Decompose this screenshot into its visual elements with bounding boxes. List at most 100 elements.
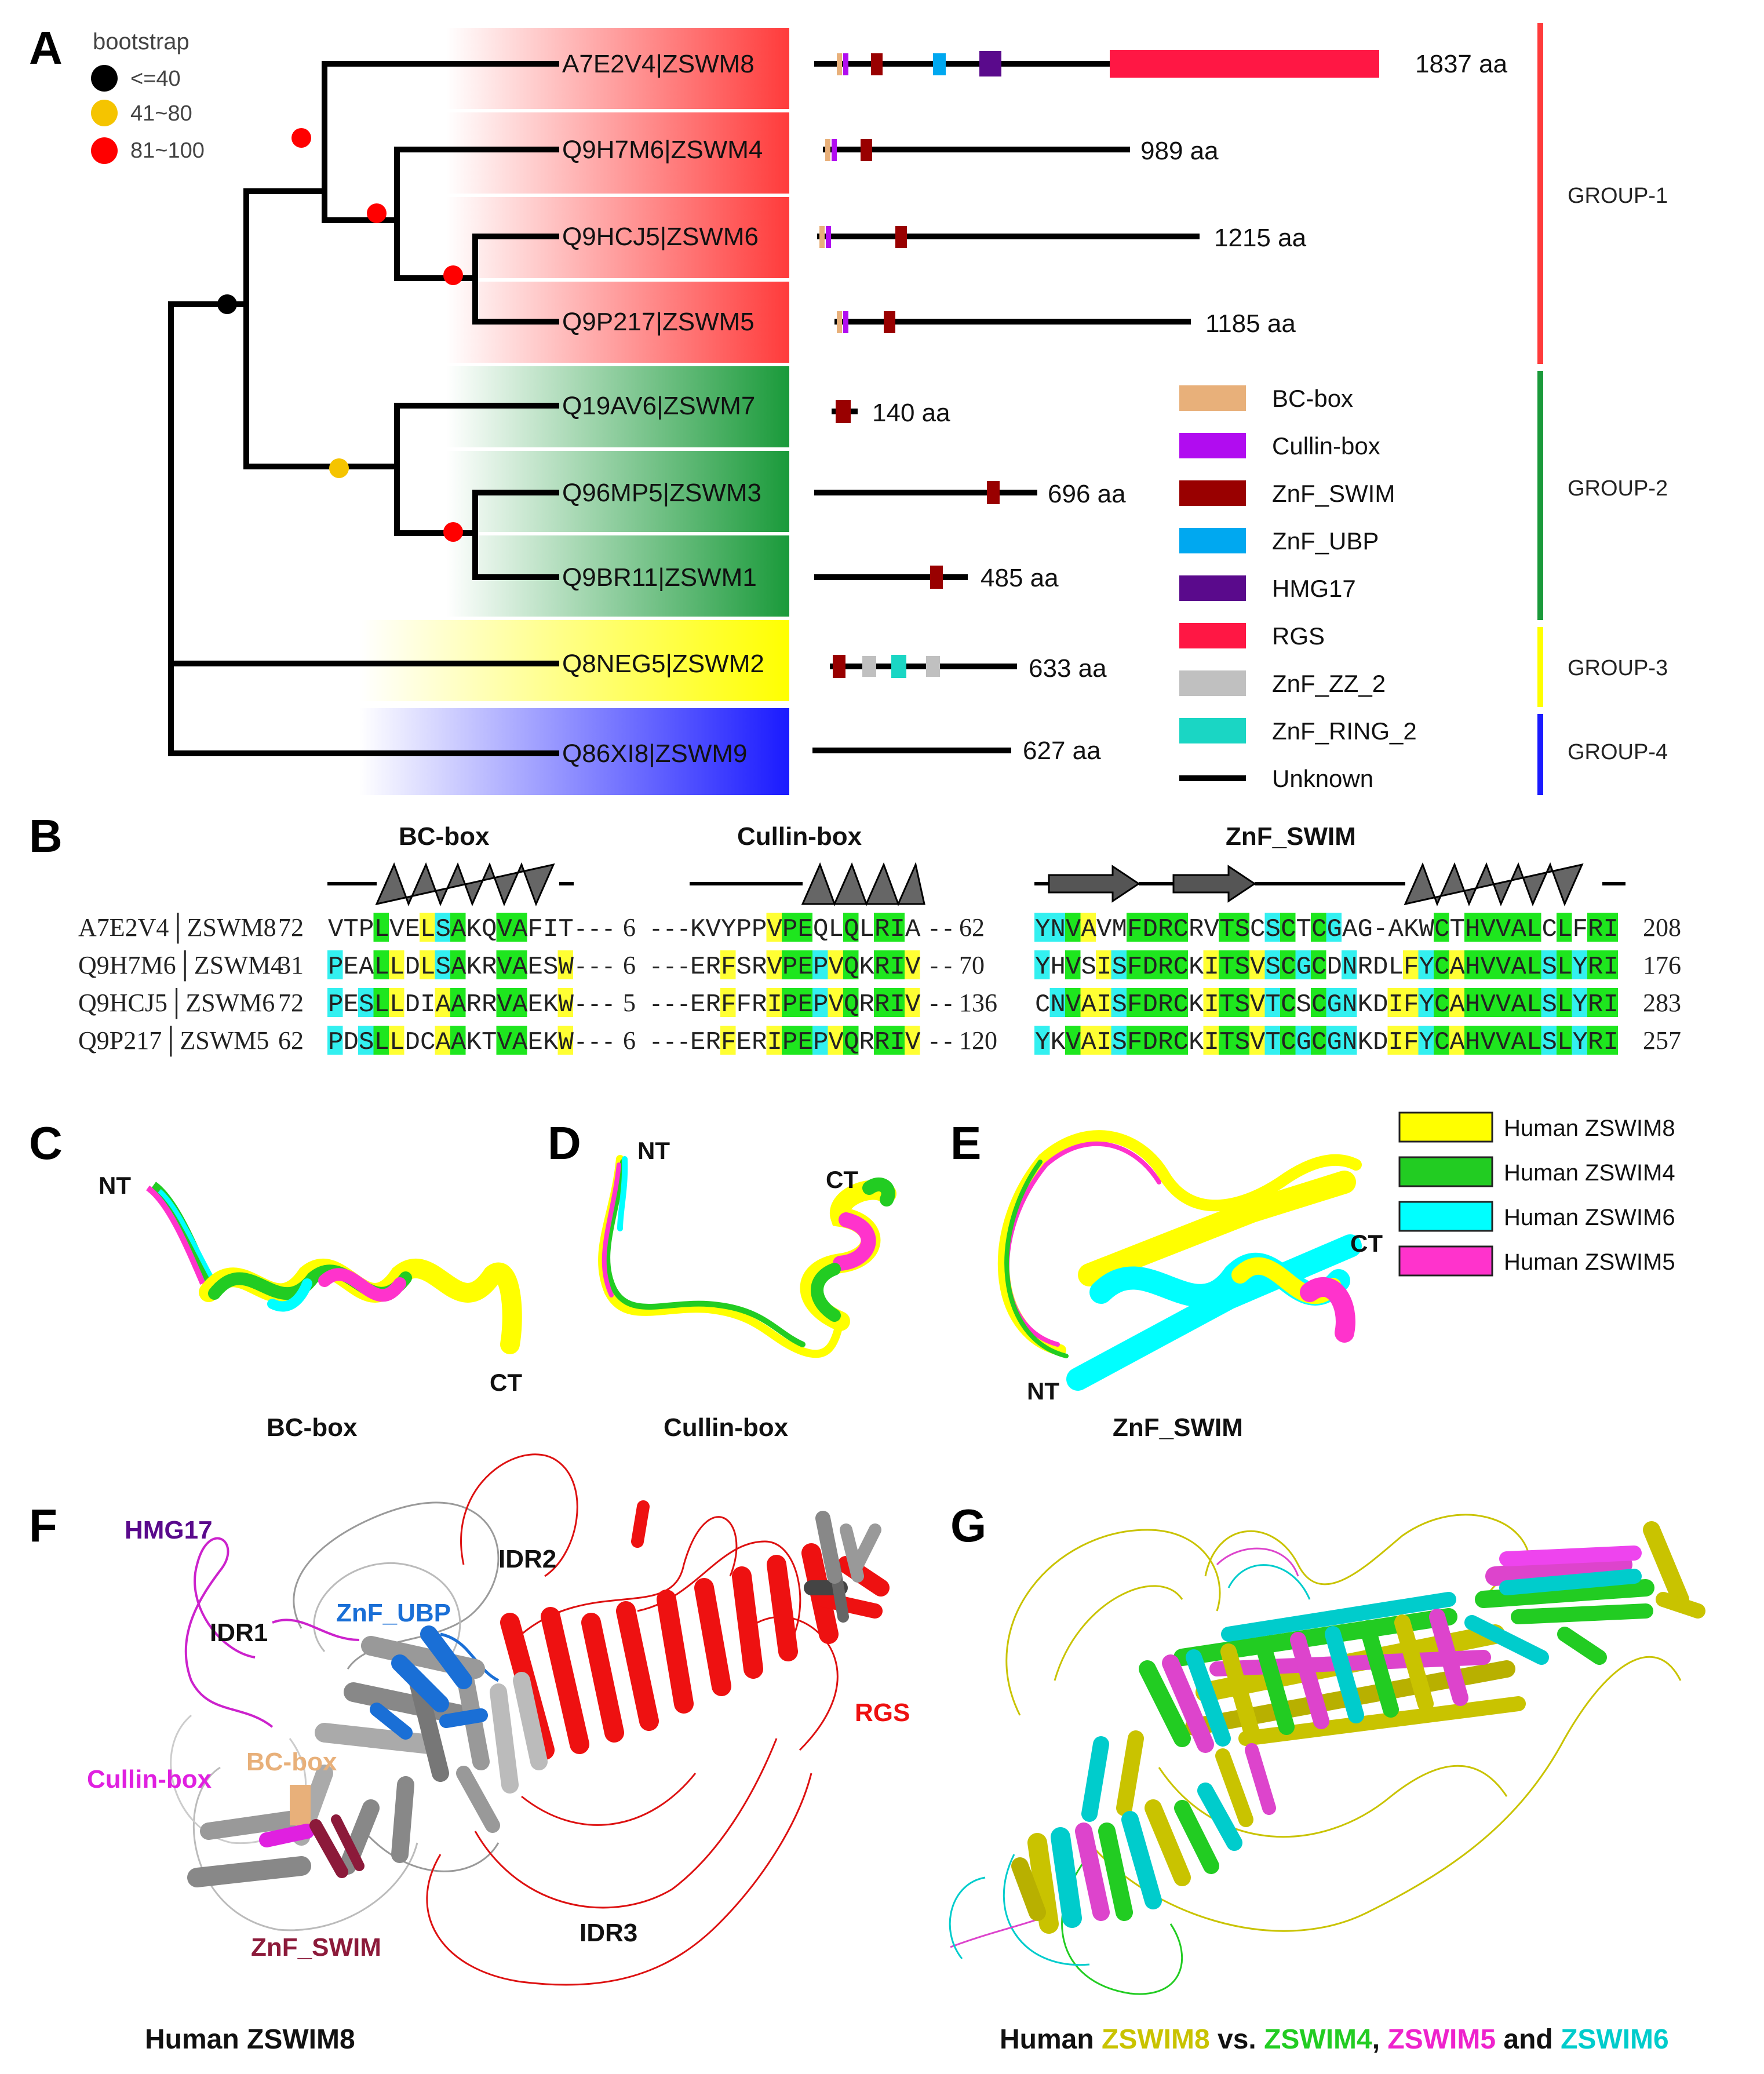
- residue-highlight: [1403, 1026, 1419, 1055]
- residue: A: [451, 953, 466, 982]
- gap-dashes: ---: [649, 993, 691, 1019]
- gap-dashes: --: [927, 993, 955, 1019]
- residue-highlight: [797, 950, 812, 979]
- residue-highlight: [1203, 988, 1219, 1017]
- residue: C: [1434, 990, 1449, 1019]
- domain-legend-8: Unknown: [1272, 765, 1373, 792]
- residue: F: [1127, 990, 1142, 1019]
- bootstrap-legend-title: bootstrap: [93, 29, 189, 54]
- residue-highlight: [1541, 988, 1557, 1017]
- residue-highlight: [1495, 988, 1511, 1017]
- residue-highlight: [358, 988, 374, 1017]
- residue: D: [1143, 1028, 1158, 1057]
- residue: V: [905, 1028, 921, 1057]
- residue-highlight: [1526, 950, 1541, 979]
- residue-highlight: [1602, 950, 1618, 979]
- residue: R: [874, 1028, 890, 1057]
- residue: A: [451, 990, 466, 1019]
- residue: Q: [482, 915, 497, 944]
- residue: V: [1066, 953, 1081, 982]
- residue: K: [690, 915, 706, 944]
- residue-highlight: [435, 913, 450, 942]
- residue-highlight: [1234, 913, 1249, 942]
- residue-highlight: [1249, 950, 1265, 979]
- group-label-0: GROUP-1: [1568, 184, 1668, 208]
- taxon-label-2: Q9HCJ5|ZSWM6: [562, 223, 759, 251]
- residue: C: [1311, 1028, 1326, 1057]
- residue: K: [1189, 953, 1204, 982]
- residue-highlight: [1049, 988, 1065, 1017]
- residue: I: [1204, 990, 1219, 1019]
- residue: L: [374, 915, 389, 944]
- residue-highlight: [1495, 913, 1511, 942]
- residue: F: [1404, 1028, 1419, 1057]
- f-label-idr2: IDR2: [498, 1545, 556, 1573]
- f-caption: Human ZSWIM8: [145, 2024, 355, 2055]
- residue: K: [466, 953, 482, 982]
- residue-highlight: [512, 913, 527, 942]
- residue: A: [1388, 915, 1404, 944]
- residue-highlight: [1311, 950, 1326, 979]
- residue: Q: [844, 1028, 859, 1057]
- f-label-idr1: IDR1: [210, 1619, 268, 1647]
- residue-highlight: [1434, 913, 1449, 942]
- residue-highlight: [766, 950, 782, 979]
- domain-architectures: 1837 aa 989 aa 1215 aa 1185 aa 140 aa 69…: [812, 50, 1508, 765]
- g-caption-p2: vs.: [1210, 2024, 1264, 2055]
- residue-highlight: [1249, 1026, 1265, 1055]
- residue: L: [374, 1028, 389, 1057]
- residue: S: [359, 990, 374, 1019]
- residue-highlight: [1080, 913, 1096, 942]
- residue: I: [1096, 990, 1111, 1019]
- length-3: 1185 aa: [1205, 309, 1296, 338]
- residue: I: [890, 915, 905, 944]
- align-gap2: 120: [959, 1026, 997, 1055]
- residue: V: [497, 990, 513, 1019]
- residue-highlight: [1065, 950, 1081, 979]
- residue: G: [1327, 990, 1342, 1019]
- align-gap1: 6: [623, 913, 636, 942]
- residue: H: [1465, 1028, 1480, 1057]
- residue: V: [1066, 915, 1081, 944]
- residue: C: [1311, 953, 1326, 982]
- taxon-bg-zswm8: [446, 28, 789, 109]
- residue-highlight: [1203, 1026, 1219, 1055]
- residue: R: [752, 1028, 767, 1057]
- length-6: 485 aa: [981, 564, 1059, 592]
- align-header-bcbox: BC-box: [399, 822, 490, 851]
- znfswim-structure: NT CT ZnF_SWIM: [997, 1130, 1383, 1442]
- residue: D: [1373, 1028, 1388, 1057]
- residue: E: [737, 1028, 752, 1057]
- residue: G: [1358, 915, 1373, 944]
- residue: Y: [1573, 990, 1588, 1019]
- residue: A: [905, 915, 921, 944]
- bootstrap-dot-black: [91, 65, 118, 92]
- residue-highlight: [1142, 950, 1157, 979]
- residue-highlight: [1172, 988, 1188, 1017]
- taxon-label-7: Q8NEG5|ZSWM2: [562, 650, 764, 678]
- align-row-start: 72: [278, 989, 304, 1017]
- f-label-idr3: IDR3: [580, 1919, 637, 1947]
- residue: T: [1450, 915, 1465, 944]
- residue: D: [344, 1028, 359, 1057]
- residue: L: [389, 953, 404, 982]
- residue: V: [389, 915, 405, 944]
- residue: K: [1404, 915, 1419, 944]
- residue: G: [1296, 1028, 1311, 1057]
- residue: E: [528, 990, 543, 1019]
- residue: K: [1358, 1028, 1373, 1057]
- residue-highlight: [1080, 988, 1096, 1017]
- residue-highlight: [843, 913, 859, 942]
- residue-highlight: [1479, 1026, 1495, 1055]
- residue-highlight: [905, 950, 920, 979]
- residue-highlight: [1096, 1026, 1111, 1055]
- residue-highlight: [1403, 950, 1419, 979]
- residue-highlight: [1172, 950, 1188, 979]
- residue: L: [1388, 953, 1404, 982]
- residue: F: [721, 990, 736, 1019]
- residue-highlight: [1326, 913, 1342, 942]
- residue: R: [1189, 915, 1204, 944]
- residue: Q: [844, 990, 859, 1019]
- residue-highlight: [1219, 988, 1234, 1017]
- residue: P: [359, 915, 374, 944]
